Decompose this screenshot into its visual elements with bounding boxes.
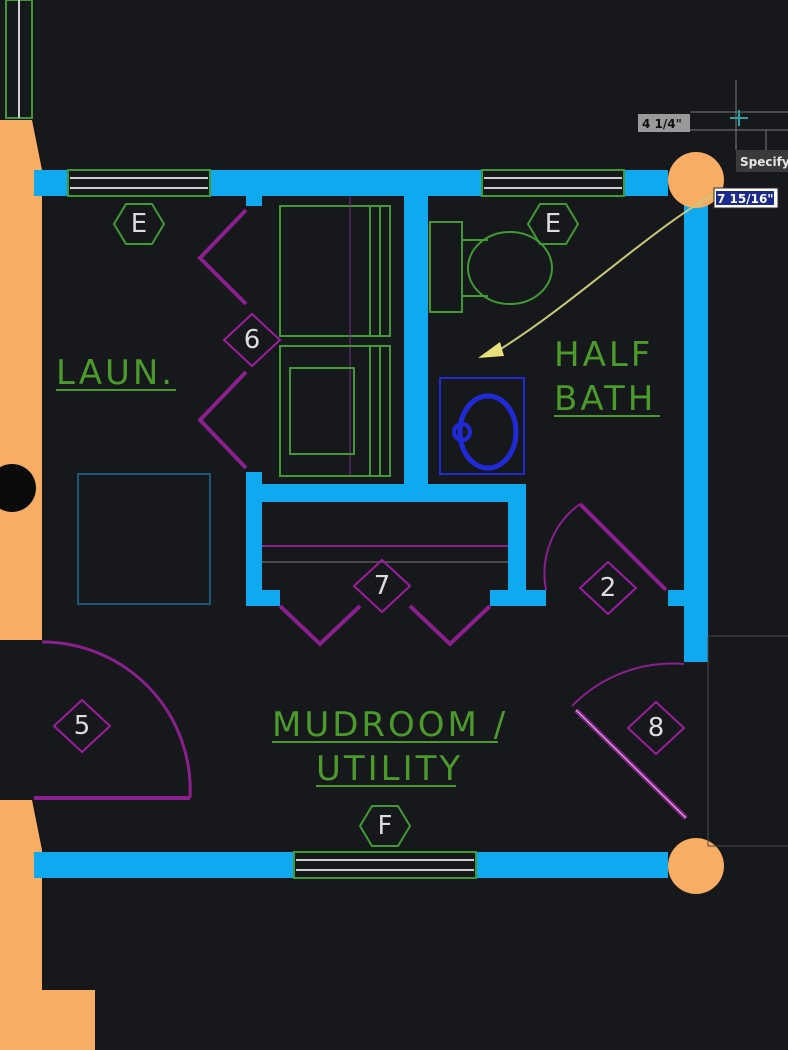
door-closet-bifold[interactable] bbox=[278, 604, 492, 647]
reference-lines bbox=[690, 80, 788, 847]
door-tag-5-text: 5 bbox=[74, 711, 91, 741]
door-laundry-bifold[interactable] bbox=[197, 208, 248, 470]
room-label-laundry: LAUN. bbox=[56, 353, 175, 393]
command-tooltip: Specify bbox=[736, 150, 788, 172]
door-tag-2-text: 2 bbox=[600, 573, 617, 603]
window-bottom bbox=[293, 851, 477, 879]
dimension-label-text: 4 1/4" bbox=[642, 117, 682, 131]
dimension-label: 4 1/4" bbox=[638, 114, 690, 132]
door-tag-5[interactable]: 5 bbox=[52, 698, 112, 754]
sink[interactable] bbox=[439, 377, 525, 475]
column-bottom-right bbox=[668, 838, 724, 894]
wall-bath-partition bbox=[246, 190, 428, 490]
laundry-counter[interactable] bbox=[77, 473, 211, 605]
room-label-bath: BATH bbox=[554, 379, 656, 419]
door-tag-7-text: 7 bbox=[374, 571, 391, 601]
window-tag-f-text: F bbox=[378, 811, 393, 841]
door-entry-swing[interactable] bbox=[571, 662, 688, 820]
wall-closet bbox=[246, 472, 546, 606]
closet-shelf bbox=[262, 545, 508, 563]
column-top-right bbox=[668, 152, 724, 208]
window-top-left bbox=[67, 169, 211, 197]
door-tag-6-text: 6 bbox=[244, 325, 261, 355]
dimension-input-value: 7 15/16" bbox=[717, 192, 774, 206]
dimension-tracking-line bbox=[478, 110, 748, 358]
door-bath-swing[interactable] bbox=[543, 502, 668, 592]
room-label-half: HALF bbox=[554, 335, 653, 375]
door-tag-2[interactable]: 2 bbox=[578, 560, 638, 616]
door-exterior-swing[interactable] bbox=[34, 640, 192, 800]
window-tag-e-right-text: E bbox=[545, 209, 561, 239]
dimension-input[interactable]: 7 15/16" bbox=[713, 187, 779, 209]
window-top-right bbox=[481, 169, 625, 197]
toilet[interactable] bbox=[429, 221, 553, 313]
wall-right bbox=[668, 190, 708, 662]
window-tag-f[interactable]: F bbox=[358, 805, 412, 847]
window-tag-e-left[interactable]: E bbox=[112, 203, 166, 245]
door-tag-7[interactable]: 7 bbox=[352, 558, 412, 614]
room-label-utility: UTILITY bbox=[316, 749, 463, 789]
window-tag-e-right[interactable]: E bbox=[526, 203, 580, 245]
washer-dryer[interactable] bbox=[279, 196, 391, 477]
exterior-wall-left bbox=[0, 0, 95, 1050]
room-label-mudroom: MUDROOM / bbox=[272, 705, 508, 745]
door-tag-8-text: 8 bbox=[648, 713, 665, 743]
command-tooltip-text: Specify bbox=[740, 155, 788, 169]
window-tag-e-left-text: E bbox=[131, 209, 147, 239]
door-tag-8[interactable]: 8 bbox=[626, 700, 686, 756]
door-tag-6[interactable]: 6 bbox=[222, 312, 282, 368]
